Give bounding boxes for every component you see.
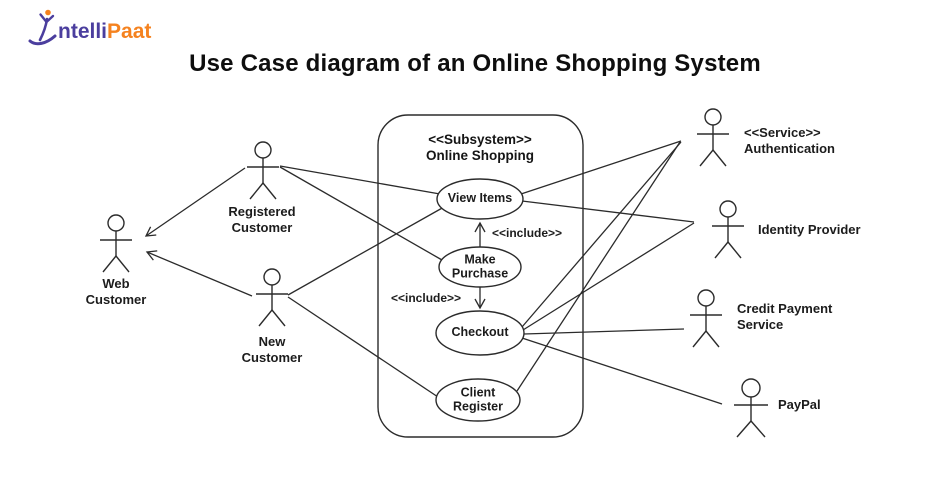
usecase-label-make-purchase: Make Purchase [451,252,509,280]
actor-label-credit-payment: Credit Payment Service [737,301,833,332]
connector-clientregister-authentication [516,141,681,392]
connector-new-clientregister [287,296,439,398]
usecase-ellipse-client-register [435,378,521,422]
include-label-bottom: <<include>> [391,291,462,305]
actor-figure-web-customer [100,214,132,273]
connector-viewitems-authentication [520,140,682,195]
connector-lines [144,140,723,405]
connector-checkout-creditpayment [523,328,685,335]
usecase-ellipses [435,178,525,422]
actor-figure-identity-provider [712,200,744,259]
actor-figure-credit-payment [690,289,722,348]
usecase-label-client-register: Client Register [452,385,504,413]
intellipaat-logo-icon [28,9,57,46]
connector-registered-viewitems [279,165,441,195]
usecase-ellipse-view-items [436,178,524,220]
include-label-top: <<include>> [492,226,563,240]
actor-figure-new-customer [256,268,288,327]
actor-figure-paypal [734,378,768,438]
connector-registered-to-web-generalization [144,167,246,237]
connector-checkout-identityprovider [522,222,695,331]
actor-label-authentication: <<Service>> Authentication [744,125,835,156]
actor-figures [100,108,768,438]
page-title: Use Case diagram of an Online Shopping S… [189,50,761,77]
logo-text-part1: ntelli [58,20,108,43]
connector-new-to-web-generalization [145,250,253,297]
actor-label-paypal: PayPal [778,397,821,412]
usecase-label-view-items: View Items [447,191,513,206]
intellipaat-logo-text: ntelliPaat [58,21,151,48]
actor-label-identity-provider: Identity Provider [758,222,861,237]
subsystem-label: <<Subsystem>> Online Shopping [426,132,534,164]
actor-figure-registered-customer [247,141,279,200]
intellipaat-logo: ntelliPaat [26,8,151,48]
actor-label-new-customer: New Customer [241,334,303,365]
actor-label-registered-customer: Registered Customer [228,204,296,235]
connector-viewitems-identityprovider [521,200,695,223]
usecase-ellipse-checkout [435,310,525,356]
subsystem-boundary [377,114,584,438]
logo-text-part2: Paat [107,20,152,43]
connector-checkout-paypal [521,337,723,405]
actor-label-web-customer: Web Customer [85,276,147,307]
connector-registered-makepurchase [279,166,443,261]
connector-new-viewitems [287,206,445,296]
actor-figure-authentication [697,108,729,167]
usecase-label-checkout: Checkout [451,325,509,340]
connector-checkout-authentication [521,141,682,328]
